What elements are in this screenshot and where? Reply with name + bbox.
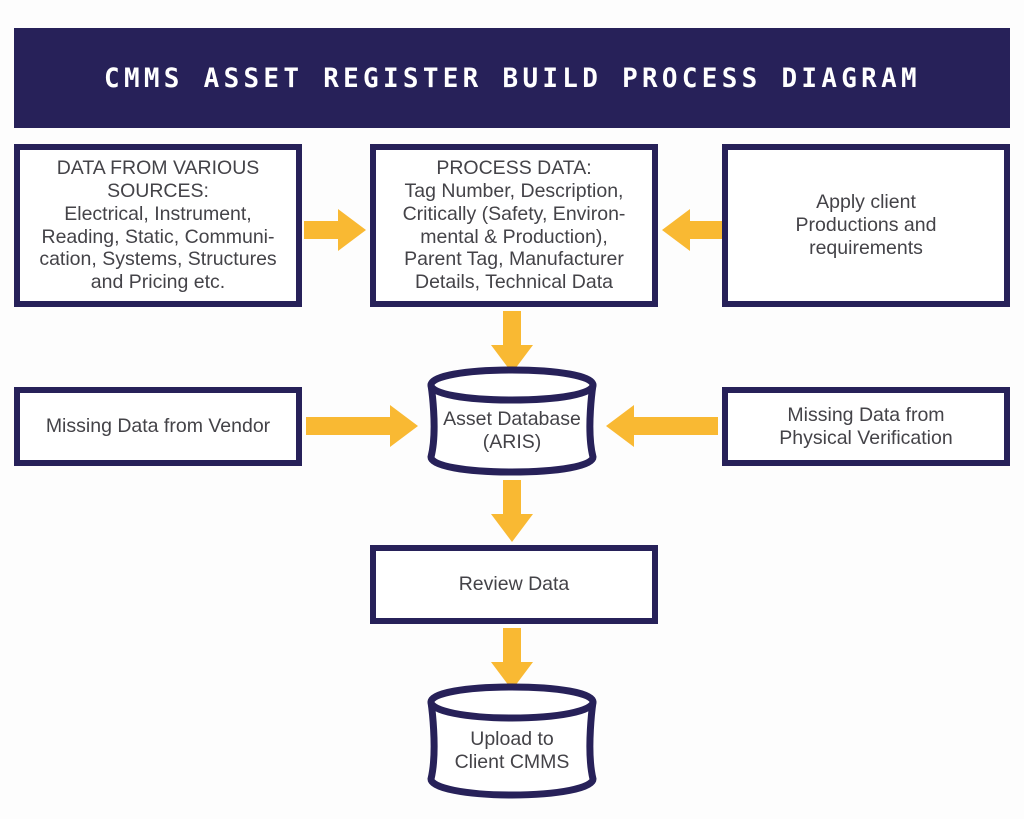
arrow-down-asset-database-to-review-data <box>491 480 533 542</box>
node-missing-data-from-physical-verification[interactable]: Missing Data from Physical Verification <box>722 387 1010 466</box>
node-apply-client-productions[interactable]: Apply client Productions and requirement… <box>722 144 1010 307</box>
node-missing-data-from-vendor[interactable]: Missing Data from Vendor <box>14 387 302 466</box>
node-label-missing-data-from-physical-verification: Missing Data from Physical Verification <box>779 403 953 449</box>
node-label-upload-to-client-cmms: Upload to Client CMMS <box>454 728 570 773</box>
node-label-data-from-various-sources: DATA FROM VARIOUS SOURCES: Electrical, I… <box>39 157 277 294</box>
node-label-apply-client-productions: Apply client Productions and requirement… <box>795 191 937 259</box>
arrow-down-review-data-to-upload <box>491 628 533 690</box>
arrow-left-apply-to-process <box>662 209 724 251</box>
arrow-right-vendor-to-asset-database <box>306 405 418 447</box>
node-review-data[interactable]: Review Data <box>370 545 658 624</box>
node-label-process-data: PROCESS DATA: Tag Number, Description, C… <box>402 157 626 294</box>
node-label-missing-data-from-vendor: Missing Data from Vendor <box>45 415 271 438</box>
node-upload-to-client-cmms[interactable]: Upload to Client CMMS <box>424 683 600 799</box>
title-banner: CMMS ASSET REGISTER BUILD PROCESS DIAGRA… <box>14 28 1010 128</box>
node-process-data[interactable]: PROCESS DATA: Tag Number, Description, C… <box>370 144 658 307</box>
node-data-from-various-sources[interactable]: DATA FROM VARIOUS SOURCES: Electrical, I… <box>14 144 302 307</box>
arrow-right-sources-to-process <box>304 209 366 251</box>
node-asset-database-aris[interactable]: Asset Database (ARIS) <box>424 366 600 476</box>
page-title: CMMS ASSET REGISTER BUILD PROCESS DIAGRA… <box>103 62 921 94</box>
node-label-asset-database-aris: Asset Database (ARIS) <box>443 408 581 453</box>
arrow-down-process-to-asset-database <box>491 311 533 373</box>
arrow-left-physical-verification-to-asset-database <box>606 405 718 447</box>
node-label-review-data: Review Data <box>458 573 570 596</box>
